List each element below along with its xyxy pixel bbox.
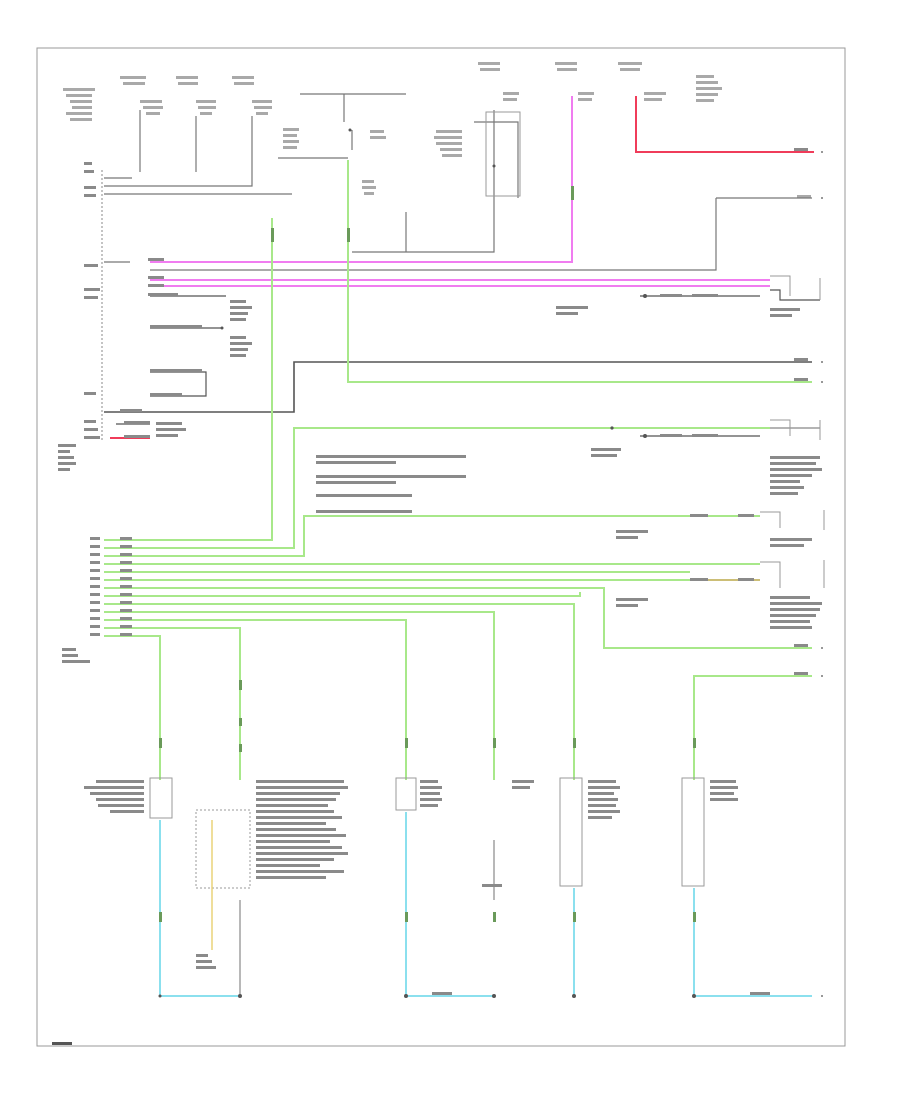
bus-labels <box>52 148 822 1045</box>
cyan-wires <box>159 812 812 997</box>
connector-right-stubs <box>760 275 825 588</box>
magenta-wires <box>150 96 770 287</box>
connector-dots <box>158 128 696 998</box>
gray-wires-top <box>104 93 812 271</box>
diagram-border <box>36 47 846 1047</box>
component-boxes <box>149 111 705 889</box>
green-wires <box>104 160 812 780</box>
wire-markers <box>159 186 696 922</box>
right-terminals <box>821 151 823 997</box>
gray-wires-middle <box>104 289 820 437</box>
red-wire-top <box>635 96 814 153</box>
top-label-blocks <box>63 62 811 198</box>
